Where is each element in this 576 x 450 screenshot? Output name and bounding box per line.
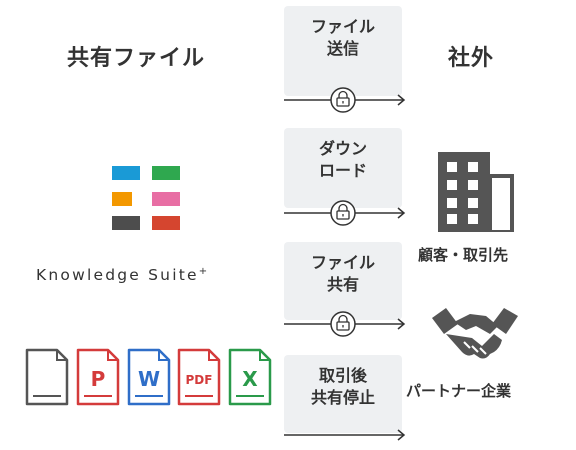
lock-icon xyxy=(330,87,356,113)
blank-file-icon xyxy=(25,348,69,406)
customer-label: 顧客・取引先 xyxy=(418,246,509,264)
shared-files-heading: 共有ファイル xyxy=(67,46,206,71)
brand-mark: + xyxy=(198,266,210,277)
logo-block-5 xyxy=(112,216,140,230)
logo-block-1 xyxy=(112,166,140,180)
logo-block-4 xyxy=(152,192,180,206)
powerpoint-file-icon: P xyxy=(76,348,120,406)
lock-icon xyxy=(330,200,356,226)
logo-block-2 xyxy=(152,166,180,180)
logo-block-6 xyxy=(152,216,180,230)
excel-file-icon: X xyxy=(228,348,272,406)
stop-share-arrow xyxy=(284,429,406,441)
word-file-icon: W xyxy=(127,348,171,406)
send-arrow xyxy=(284,87,406,113)
handshake-icon xyxy=(432,308,518,359)
external-heading: 社外 xyxy=(448,46,495,71)
svg-text:PDF: PDF xyxy=(186,373,213,387)
brand-name: Knowledge Suite+ xyxy=(36,266,209,284)
knowledge-suite-logo xyxy=(112,166,180,230)
download-action: ダウン ロード xyxy=(284,128,402,208)
download-arrow xyxy=(284,200,406,226)
file-share-action: ファイル 共有 xyxy=(284,242,402,320)
logo-block-3 xyxy=(112,192,132,206)
building-icon xyxy=(438,152,514,232)
file-send-label: ファイル 送信 xyxy=(310,17,375,58)
share-arrow xyxy=(284,311,406,337)
svg-text:W: W xyxy=(138,367,160,391)
partner-label: パートナー企業 xyxy=(406,382,512,400)
stop-sharing-label: 取引後 共有停止 xyxy=(310,366,375,407)
stop-sharing-action: 取引後 共有停止 xyxy=(284,355,402,433)
download-label: ダウン ロード xyxy=(318,139,367,180)
lock-icon xyxy=(330,311,356,337)
pdf-file-icon: PDF xyxy=(177,348,221,406)
file-send-action: ファイル 送信 xyxy=(284,6,402,96)
file-share-label: ファイル 共有 xyxy=(310,253,375,294)
svg-text:P: P xyxy=(91,367,106,391)
brand-name-text: Knowledge Suite xyxy=(36,266,199,285)
svg-text:X: X xyxy=(242,367,258,391)
